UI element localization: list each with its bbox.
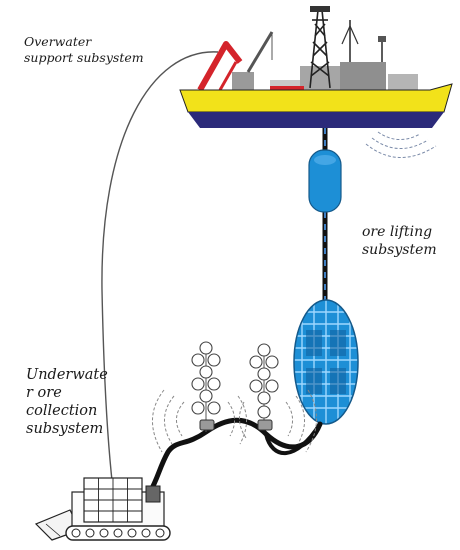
label-underwater-ore-collection-subsystem: Underwate r ore collection subsystem (26, 366, 108, 439)
umbilical-cable (101, 51, 219, 499)
label-line: r ore (26, 385, 62, 402)
ship-icon (179, 6, 453, 158)
label-line: subsystem (362, 241, 437, 258)
buffer-cage-icon (293, 299, 359, 425)
label-line: ore lifting (362, 224, 433, 240)
label-line: Underwate (26, 367, 108, 383)
label-ore-lifting-subsystem: ore lifting subsystem (362, 224, 437, 259)
float-string-icon (191, 341, 279, 432)
flexible-hose (147, 417, 323, 495)
label-overwater-support-subsystem: Overwater support subsystem (24, 34, 144, 65)
buoy-icon (308, 149, 342, 213)
label-line: collection (26, 403, 98, 420)
label-line: Overwater (24, 34, 92, 49)
label-line: support subsystem (24, 49, 144, 65)
collector-vehicle-icon (34, 477, 171, 541)
label-line: subsystem (26, 421, 104, 438)
